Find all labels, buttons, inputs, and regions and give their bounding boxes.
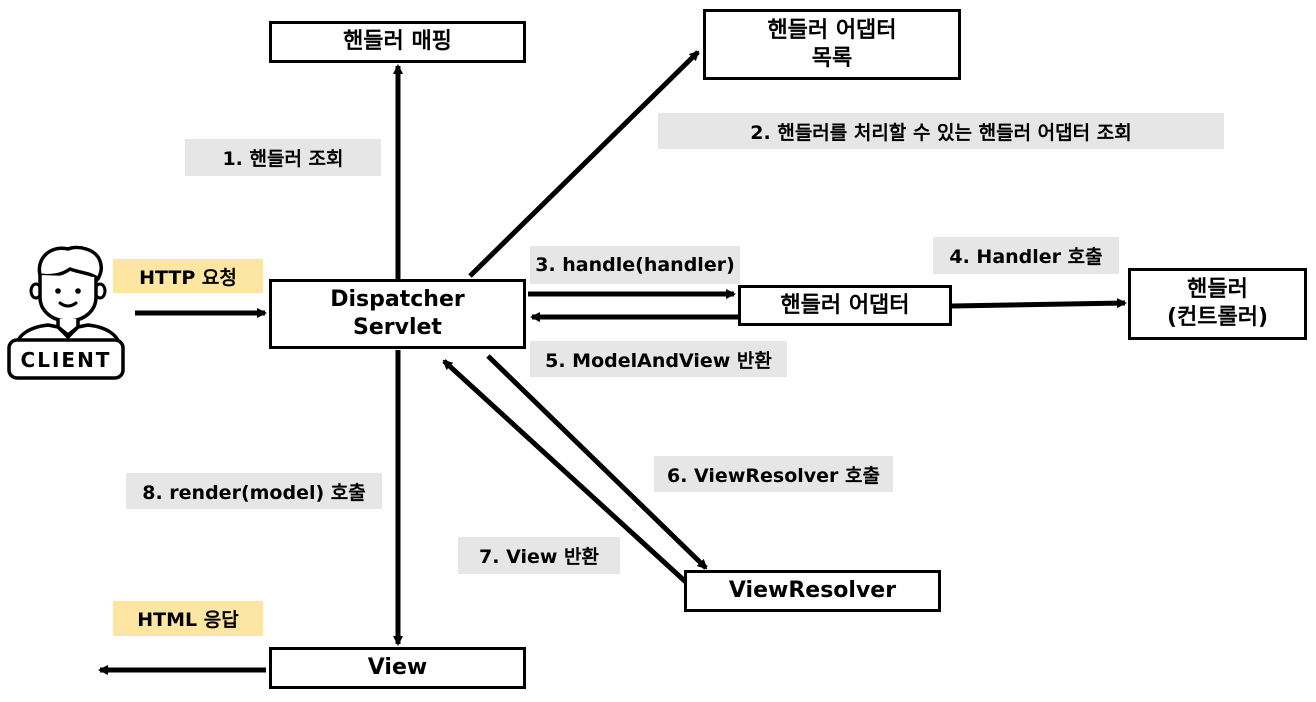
handler-controller-box: 핸들러 (컨트롤러): [1128, 268, 1307, 340]
http-request-label: HTTP 요청: [113, 259, 263, 293]
step1-label: 1. 핸들러 조회: [185, 139, 381, 176]
handler-mapping-box: 핸들러 매핑: [269, 21, 526, 63]
view-resolver-box: ViewResolver: [684, 570, 941, 612]
step8-label: 8. render(model) 호출: [126, 473, 382, 509]
step5-label: 5. ModelAndView 반환: [530, 341, 787, 377]
arrow-adapter-to-handler: [951, 298, 1127, 309]
person-icon: CLIENT: [7, 245, 125, 380]
view-box: View: [269, 647, 526, 689]
arrow-dispatcher-to-adapter-list: [468, 50, 700, 278]
html-response-label: HTML 응답: [113, 601, 263, 636]
step6-label: 6. ViewResolver 호출: [654, 456, 893, 492]
step3-label: 3. handle(handler): [530, 246, 740, 284]
handler-adapter-list-box: 핸들러 어댑터 목록: [703, 9, 961, 80]
step2-label: 2. 핸들러를 처리할 수 있는 핸들러 어댑터 조회: [658, 113, 1224, 149]
arrow-dispatcher-to-view-resolver: [486, 354, 708, 570]
arrow-view-resolver-to-dispatcher: [442, 359, 690, 586]
client: CLIENT: [6, 243, 126, 383]
handler-adapter-box: 핸들러 어댑터: [738, 285, 952, 326]
client-label: CLIENT: [21, 348, 112, 372]
step7-label: 7. View 반환: [458, 537, 620, 574]
step4-label: 4. Handler 호출: [933, 237, 1119, 274]
dispatcher-servlet-box: Dispatcher Servlet: [269, 279, 526, 349]
